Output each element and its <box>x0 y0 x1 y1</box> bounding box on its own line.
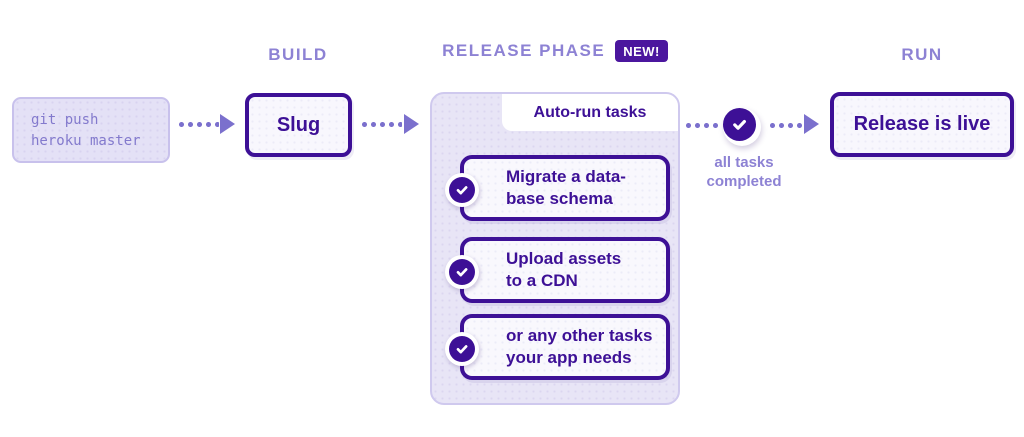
task-any-other: or any other tasks your app needs <box>445 314 670 380</box>
release-is-live-box: Release is live <box>830 92 1014 157</box>
stage-label-run: RUN <box>901 45 943 64</box>
arrow-head-icon <box>404 114 419 134</box>
task-migrate-database: Migrate a data- base schema <box>445 155 670 221</box>
task-text-line-1: Migrate a data- <box>506 167 626 186</box>
check-icon-circle <box>723 108 756 141</box>
dotted-line <box>177 122 219 127</box>
dotted-line <box>360 122 402 127</box>
check-icon-circle <box>449 177 475 203</box>
check-icon-circle <box>449 336 475 362</box>
git-command-box: git push heroku master <box>12 97 170 163</box>
git-command-line-2: heroku master <box>31 133 141 149</box>
new-badge: NEW! <box>615 40 668 62</box>
task-text-line-2: your app needs <box>506 348 632 367</box>
stage-label-release-phase: RELEASE PHASE <box>442 41 606 60</box>
release-is-live-label: Release is live <box>853 113 991 135</box>
check-icon <box>445 255 479 289</box>
stage-label-build: BUILD <box>268 45 328 64</box>
task-upload-assets: Upload assets to a CDN <box>445 237 670 303</box>
completed-label-line-2: completed <box>706 173 782 190</box>
release-phase-panel: Auto-run tasks Migrate a data- base sche… <box>430 92 680 405</box>
arrow-head-icon <box>220 114 235 134</box>
arrow-head-icon <box>804 114 819 134</box>
slug-label: Slug <box>276 113 321 136</box>
task-text-line-2: to a CDN <box>506 271 578 290</box>
dotted-line <box>684 123 720 128</box>
slug-box: Slug <box>245 93 352 157</box>
check-icon-circle <box>449 259 475 285</box>
dotted-line <box>768 123 802 128</box>
stage-header-release-phase: RELEASE PHASE NEW! <box>430 40 680 62</box>
all-tasks-completed-check-icon <box>723 108 761 146</box>
all-tasks-completed-label: all tasks completed <box>688 153 800 191</box>
task-text-line-2: base schema <box>506 189 613 208</box>
completed-label-line-1: all tasks <box>714 154 774 171</box>
task-text-line-1: Upload assets <box>506 249 622 268</box>
git-command-line-1: git push <box>31 112 99 128</box>
check-icon <box>445 173 479 207</box>
task-text-line-1: or any other tasks <box>506 326 653 345</box>
check-icon <box>445 332 479 366</box>
auto-run-tasks-tab: Auto-run tasks <box>502 94 678 131</box>
